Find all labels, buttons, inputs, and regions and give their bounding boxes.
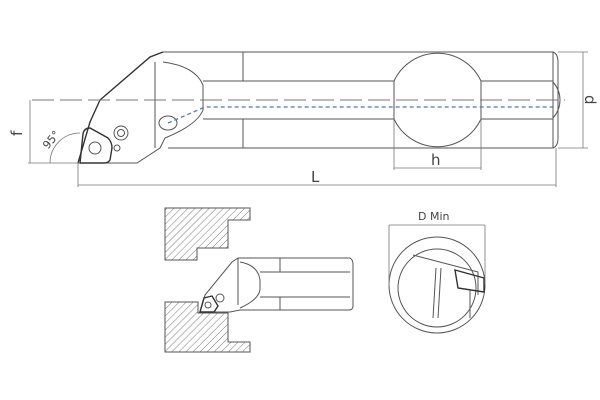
angle-label: 95°: [40, 128, 62, 151]
small-tool: [199, 257, 354, 313]
clamp-screw: [113, 125, 129, 141]
dim-d-label: d: [581, 95, 599, 105]
dim-h-label: h: [431, 151, 441, 169]
insert: [79, 127, 113, 164]
tool-head: [77, 51, 164, 164]
bore-circle: [388, 236, 486, 334]
workpiece-upper: [164, 207, 251, 261]
section-view: D Min: [388, 210, 486, 334]
coolant-channel: [167, 106, 555, 124]
dim-f-label: f: [8, 130, 26, 136]
angle-arc: [49, 132, 81, 164]
application-view: [164, 207, 354, 353]
workpiece-lower: [164, 301, 251, 353]
dim-L-label: L: [311, 168, 320, 186]
dim-dmin-label: D Min: [418, 210, 450, 223]
main-view: 95° f d h L: [8, 51, 599, 187]
